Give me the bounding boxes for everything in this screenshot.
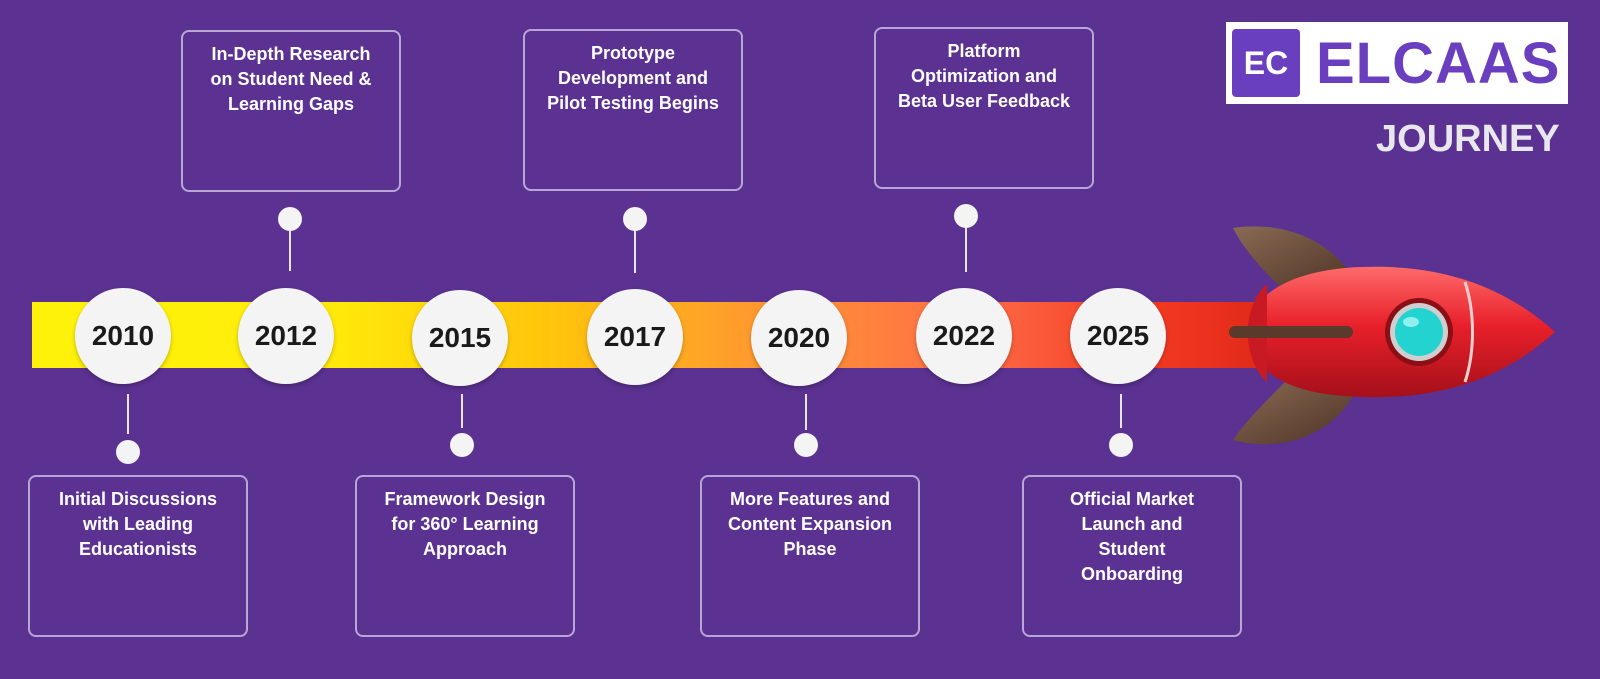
year-circle-2010: 2010 [75,288,171,384]
logo-name: ELCAAS [1316,30,1561,96]
year-circle-2025: 2025 [1070,288,1166,384]
milestone-box-2020: More Features and Content Expansion Phas… [700,475,920,637]
year-circle-2020: 2020 [751,290,847,386]
connector-dot [1109,433,1133,457]
milestone-text: More Features and Content Expansion Phas… [727,489,892,559]
connector-dot [116,440,140,464]
milestone-text: In-Depth Research on Student Need & Lear… [210,44,372,114]
connector-line [634,231,636,273]
year-circle-2015: 2015 [412,290,508,386]
milestone-text: Prototype Development and Pilot Testing … [547,43,719,113]
connector-dot [450,433,474,457]
connector-dot [623,207,647,231]
year-label: 2012 [254,320,318,351]
milestone-text: Initial Discussions with Leading Educati… [58,489,218,559]
milestone-box-2017: Prototype Development and Pilot Testing … [523,29,743,191]
milestone-box-2015: Framework Design for 360° Learning Appro… [355,475,575,637]
milestone-text: Framework Design for 360° Learning Appro… [384,489,546,559]
connector-line [805,394,807,430]
year-label: 2017 [603,321,667,352]
connector-line [127,394,129,434]
page-title: JOURNEY [1376,118,1560,160]
connector-line [1120,394,1122,428]
year-circle-2017: 2017 [587,289,683,385]
logo-mark: EC [1232,29,1300,97]
connector-line [965,228,967,272]
year-label: 2022 [932,320,996,351]
year-circle-2022: 2022 [916,288,1012,384]
connector-line [461,394,463,428]
milestone-text: Platform Optimization and Beta User Feed… [897,41,1071,111]
milestone-box-2012: In-Depth Research on Student Need & Lear… [181,30,401,192]
year-label: 2020 [767,322,831,353]
connector-line [289,231,291,271]
milestone-box-2022: Platform Optimization and Beta User Feed… [874,27,1094,189]
year-label: 2010 [91,320,155,351]
year-label: 2025 [1086,320,1150,351]
milestone-box-2025: Official Market Launch and Student Onboa… [1022,475,1242,637]
connector-dot [954,204,978,228]
year-circle-2012: 2012 [238,288,334,384]
connector-dot [278,207,302,231]
brand-logo: EC ELCAAS [1226,22,1568,104]
year-label: 2015 [428,322,492,353]
milestone-text: Official Market Launch and Student Onboa… [1069,489,1195,584]
rocket-icon [1229,226,1555,445]
milestone-box-2010: Initial Discussions with Leading Educati… [28,475,248,637]
connector-dot [794,433,818,457]
